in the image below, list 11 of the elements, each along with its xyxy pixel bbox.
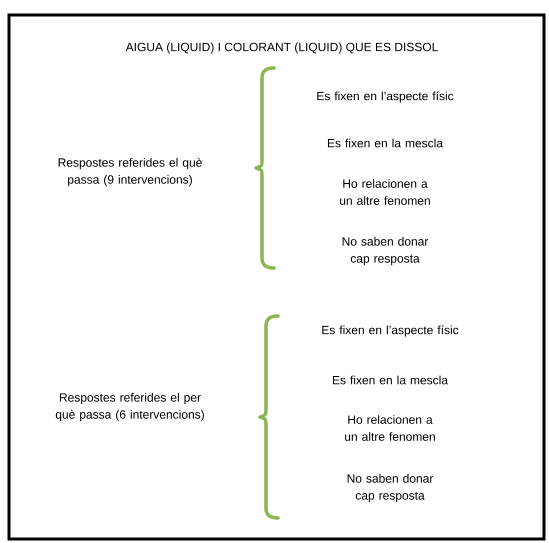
list-item: Es fixen en la mescla xyxy=(328,138,443,148)
list-item: Ho relacionen a un altre fenomen xyxy=(345,415,435,441)
group-label: Respostes referides el per què passa (6 intervencions) xyxy=(56,392,204,422)
list-item: Es fixen en la mescla xyxy=(332,376,448,384)
list-item: Es fixen en l’aspecte físic xyxy=(322,325,458,337)
list-item: No saben donar cap resposta xyxy=(342,236,428,266)
list-item: Es fixen en l’aspecte físic xyxy=(317,91,454,103)
group-label: Respostes referides el què passa (9 intervencions) xyxy=(58,158,202,186)
list-item: No saben donar cap resposta xyxy=(348,474,434,502)
list-item: Ho relacionen a un altre fenomen xyxy=(340,179,430,205)
heading: AIGUA (LIQUID) I COLORANT (LIQUID) QUE ES DISSOL xyxy=(126,42,438,54)
